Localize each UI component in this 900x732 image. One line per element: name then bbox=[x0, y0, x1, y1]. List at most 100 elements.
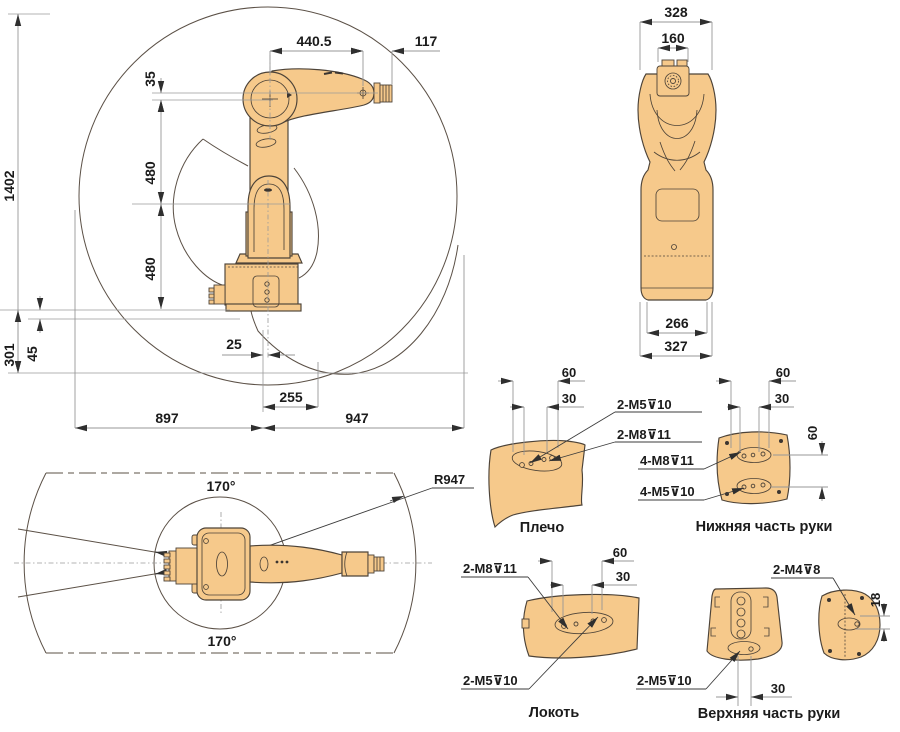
block-screw bbox=[203, 584, 209, 590]
shoulder-housing bbox=[247, 175, 291, 259]
dim-328: 328 bbox=[664, 4, 688, 20]
top-center-oval bbox=[216, 551, 228, 577]
j1-pin bbox=[163, 552, 171, 558]
elbow-caption: Локоть bbox=[529, 705, 580, 721]
lower-arm-boss bbox=[255, 138, 277, 148]
leader-m8 bbox=[703, 451, 742, 470]
strip-hole bbox=[736, 596, 746, 606]
lower-arm-boss-bottom bbox=[736, 478, 772, 494]
front-arc-3 bbox=[653, 151, 701, 161]
end-part-boss bbox=[837, 617, 861, 631]
radius-arrow bbox=[389, 495, 405, 504]
envelope-lower-lobe bbox=[250, 244, 459, 375]
boss-hole bbox=[741, 453, 747, 459]
upper-arm-label-m5: 2-M5⊽10 bbox=[637, 673, 692, 688]
j1-pin bbox=[163, 564, 171, 570]
upper-arm-dim-18: 18 bbox=[868, 593, 883, 607]
range-left-arc bbox=[23, 472, 47, 654]
detail-lower-arm: 60 30 60 4-M8⊽11 4-M5⊽10 Нижняя часть ру… bbox=[638, 365, 832, 535]
envelope-inner-right bbox=[293, 167, 319, 279]
dim-480-upper: 480 bbox=[142, 161, 158, 185]
front-base-mark bbox=[671, 244, 677, 250]
boss-hole bbox=[750, 483, 756, 489]
base-connector-pin bbox=[208, 287, 215, 293]
leader-m5 bbox=[529, 411, 616, 464]
side-view: 440.5 117 35 480 480 1402 301 45 25 bbox=[0, 6, 468, 432]
boss-hole bbox=[601, 617, 607, 623]
range-right-arc bbox=[393, 472, 417, 654]
leader-m8 bbox=[527, 576, 569, 630]
top-wrist-flange bbox=[373, 556, 385, 572]
dim-301: 301 bbox=[1, 343, 17, 367]
envelope-outer-circle bbox=[78, 6, 458, 386]
leader-m8 bbox=[548, 441, 616, 462]
shoulder-part bbox=[488, 439, 586, 529]
base-connector-pin bbox=[208, 299, 215, 305]
base-bolt bbox=[264, 289, 270, 295]
corner-screw bbox=[860, 596, 864, 600]
base-bolt bbox=[264, 281, 270, 287]
lower-arm-dim-30: 30 bbox=[775, 391, 789, 406]
flange-circle bbox=[664, 72, 682, 90]
elbow-mark bbox=[287, 92, 292, 98]
dim-327: 327 bbox=[664, 338, 688, 354]
elbow-label-m5: 2-M5⊽10 bbox=[463, 673, 518, 688]
elbow-dim-30: 30 bbox=[616, 569, 630, 584]
detail-shoulder: 60 30 2-M5⊽10 2-M8⊽11 Плечо bbox=[488, 365, 702, 536]
shoulder-mark bbox=[264, 188, 272, 192]
dim-440-5: 440.5 bbox=[296, 33, 331, 49]
dim-160: 160 bbox=[661, 30, 685, 46]
boss-hole bbox=[750, 452, 756, 458]
side-view-dimensions: 440.5 117 35 480 480 1402 301 45 25 bbox=[1, 14, 465, 432]
leader-m4 bbox=[832, 577, 856, 616]
dim-255: 255 bbox=[279, 389, 303, 405]
side-view-robot bbox=[208, 68, 393, 312]
side-bracket-right bbox=[763, 596, 769, 608]
flange-center-hole bbox=[670, 78, 676, 84]
leader-m5 bbox=[703, 487, 745, 501]
front-cradle-arc bbox=[649, 93, 705, 126]
base-panel bbox=[252, 275, 280, 308]
corner-screw bbox=[827, 598, 831, 602]
dim-480-lower: 480 bbox=[142, 257, 158, 281]
strip-hole bbox=[736, 618, 746, 628]
upper-arm-end-part bbox=[818, 589, 881, 661]
front-cradle-arc-2 bbox=[656, 109, 698, 139]
detail-elbow: 60 30 2-M8⊽11 2-M5⊽10 Локоть bbox=[461, 545, 640, 721]
dim-266: 266 bbox=[665, 315, 689, 331]
front-neck-right bbox=[679, 140, 696, 171]
boss-hole bbox=[573, 621, 579, 627]
lower-arm-dim-60-side: 60 bbox=[805, 426, 820, 440]
side-bracket-left-2 bbox=[710, 627, 716, 637]
base-connector bbox=[213, 284, 226, 305]
dim-45: 45 bbox=[24, 346, 40, 362]
lower-arm-part bbox=[716, 431, 791, 505]
base-connector-pin bbox=[208, 293, 215, 299]
corner-screw bbox=[857, 652, 861, 656]
cable-clip bbox=[334, 71, 344, 75]
side-view-centerlines bbox=[0, 13, 468, 412]
boss-hole bbox=[760, 451, 766, 457]
rotation-angle-top: 170° bbox=[207, 478, 236, 494]
base-plate bbox=[225, 303, 302, 312]
shoulder-label-m5: 2-M5⊽10 bbox=[617, 397, 672, 412]
leader-m5 bbox=[528, 616, 599, 690]
top-body-block bbox=[196, 527, 251, 601]
dim-25: 25 bbox=[226, 336, 242, 352]
j1-pin bbox=[163, 576, 171, 582]
elbow-label-m8: 2-M8⊽11 bbox=[463, 561, 517, 576]
top-wrist-arc bbox=[344, 551, 348, 577]
front-base-window bbox=[655, 188, 700, 222]
top-arm-dot bbox=[285, 560, 289, 564]
corner-screw bbox=[779, 439, 783, 443]
dim-947: 947 bbox=[345, 410, 369, 426]
top-arm-dot bbox=[275, 560, 279, 564]
front-view: 328 160 266 327 bbox=[637, 4, 717, 360]
envelope-inner-left bbox=[172, 138, 226, 287]
leader-m5 bbox=[705, 650, 741, 690]
shoulder-caption: Плечо bbox=[520, 520, 565, 536]
elbow-dim-60: 60 bbox=[613, 545, 627, 560]
upper-arm-caption: Верхняя часть руки bbox=[698, 706, 840, 722]
base-bolt bbox=[264, 297, 270, 303]
